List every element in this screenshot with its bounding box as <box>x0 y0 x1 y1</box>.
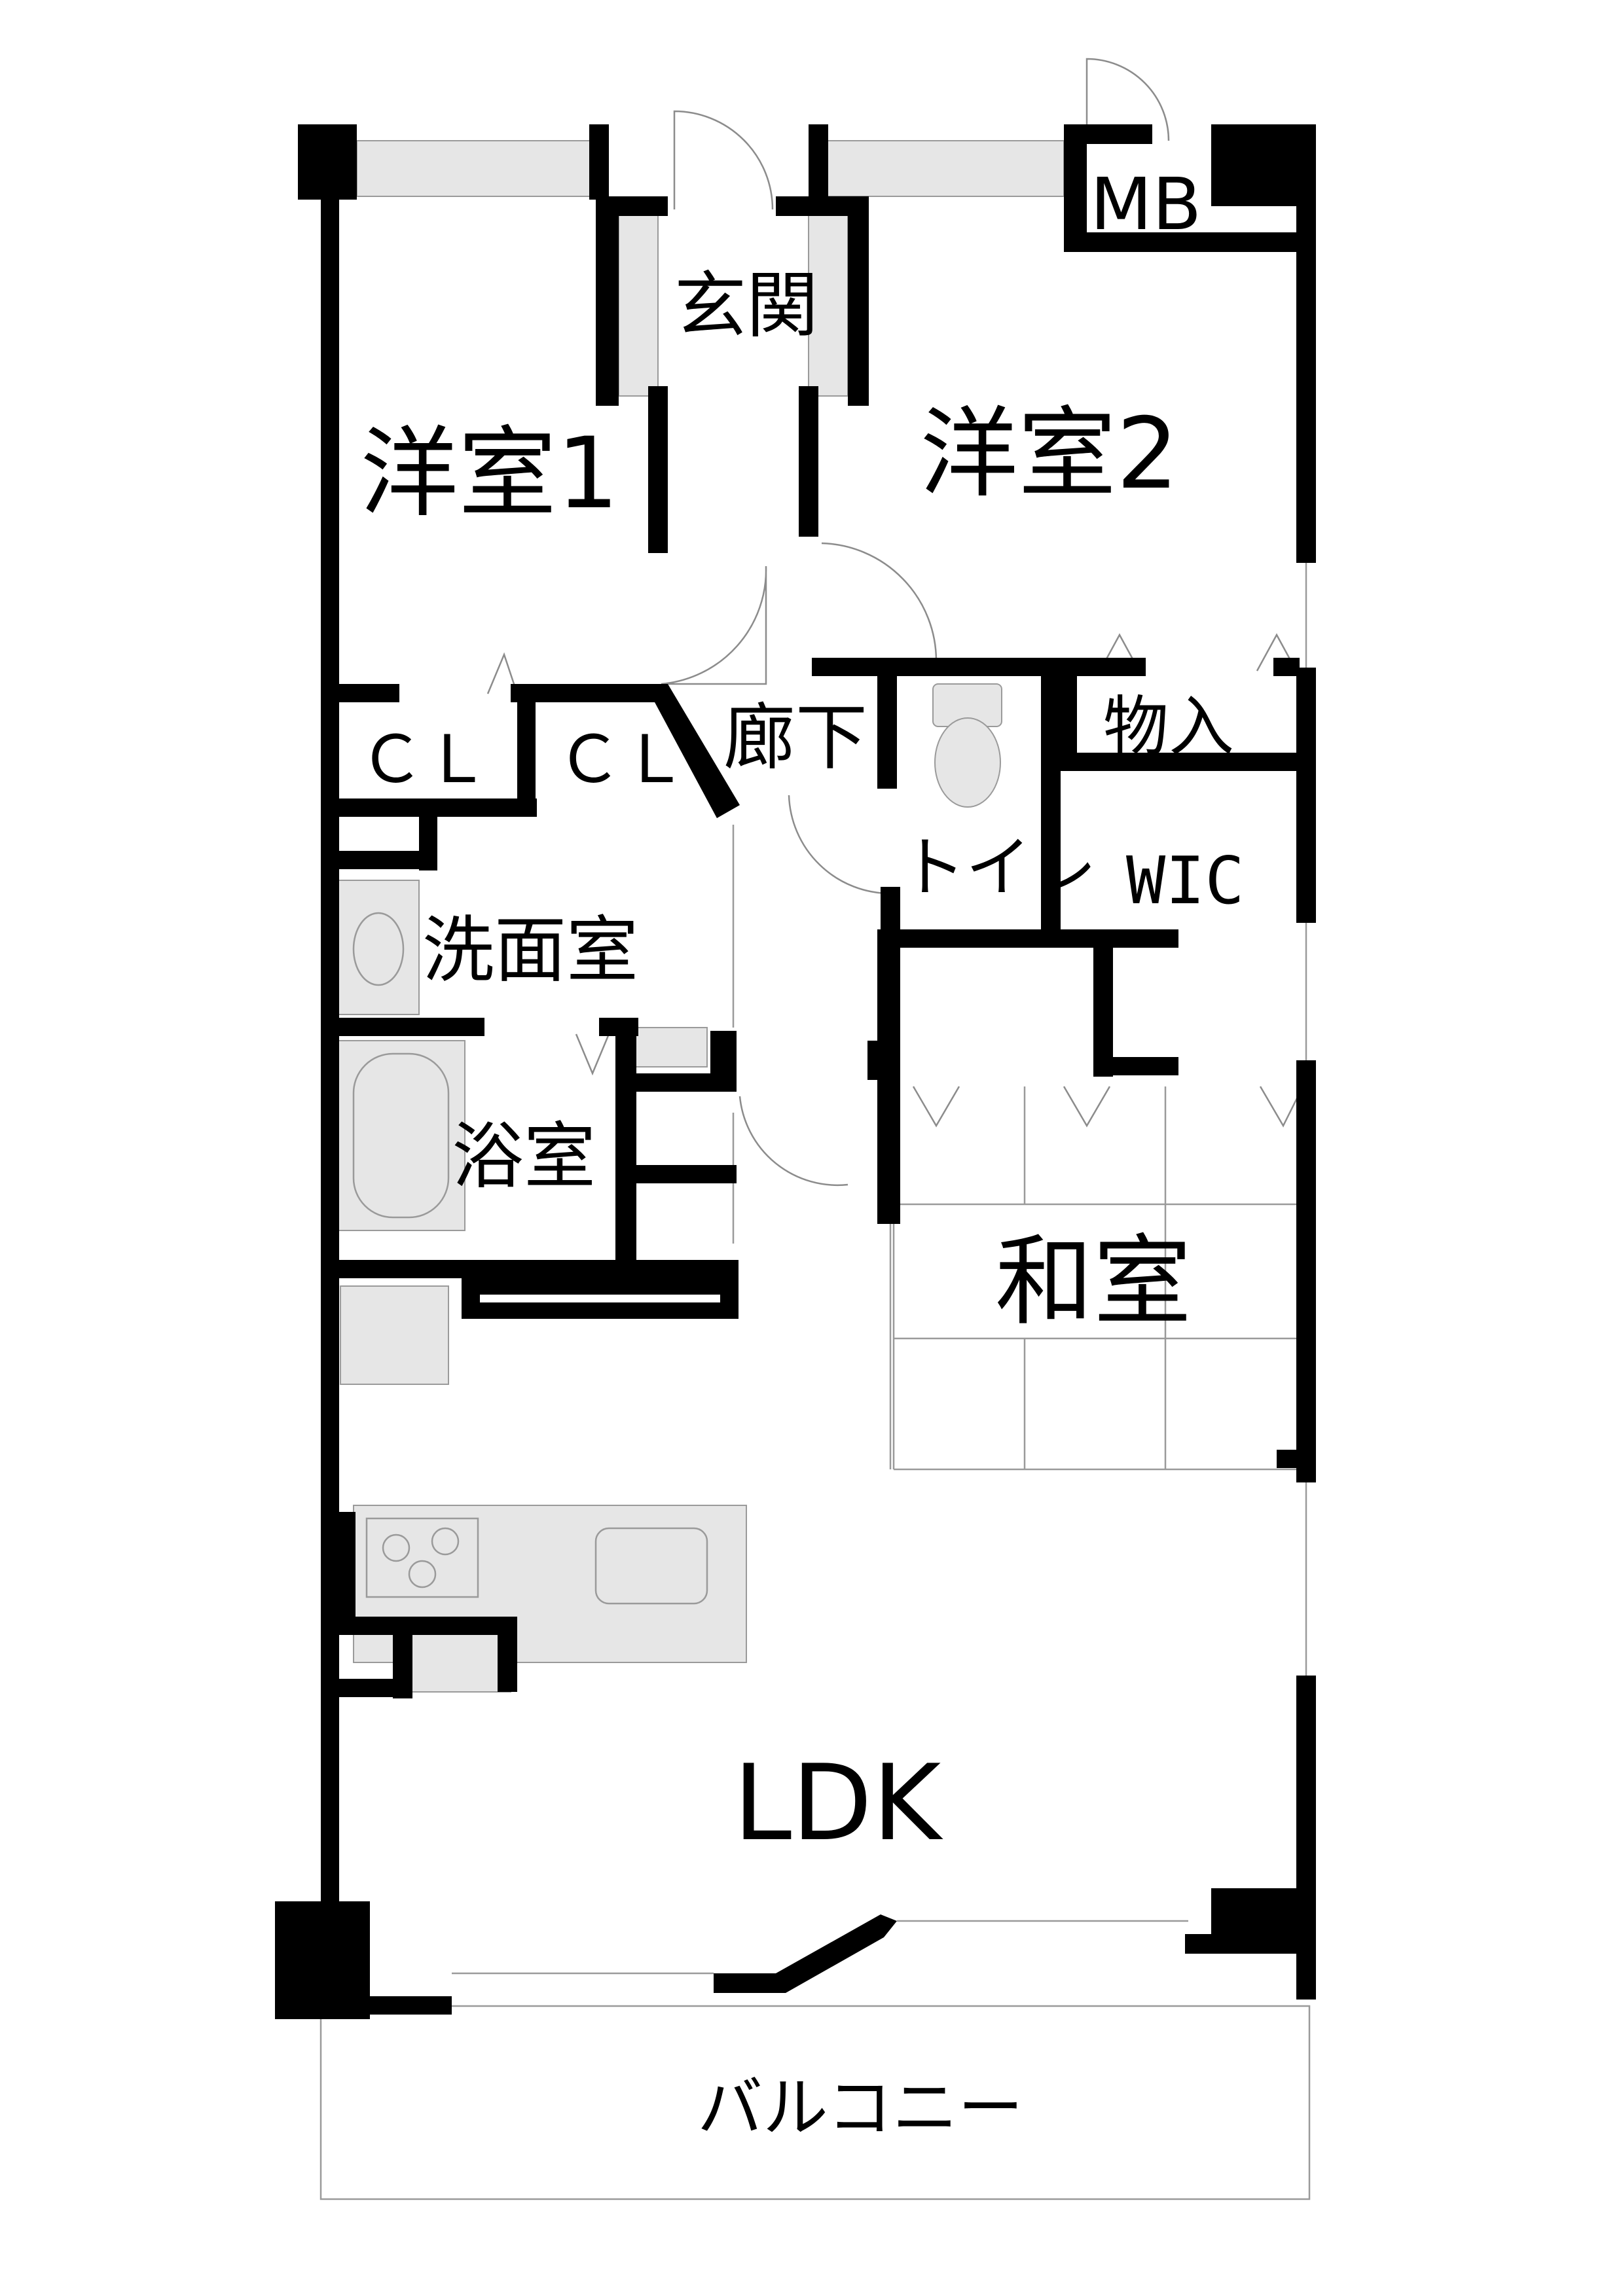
wall-hall-top <box>812 658 1084 676</box>
label-hallway: 廊下 <box>723 696 867 780</box>
burner-1-icon <box>382 1534 410 1562</box>
wall-bath-step <box>710 1031 737 1077</box>
washroom-vanity <box>337 880 420 1015</box>
japanese-door-icon <box>912 1086 1304 1128</box>
wall-corner-tl <box>298 124 357 200</box>
bath-step <box>631 1027 708 1067</box>
bathtub-icon <box>352 1052 450 1219</box>
wall-mb-bottom <box>1064 232 1300 252</box>
label-toilet: トイレ <box>900 829 1097 906</box>
wall-bottom-right <box>1185 1934 1316 1954</box>
wall-cl-top-left <box>321 684 399 702</box>
wall-bottom-diagonal <box>714 1914 897 1993</box>
wall-mb-left <box>1064 124 1087 252</box>
wall-jp-inner-v <box>1093 929 1113 1077</box>
wall-laundry-bar-low <box>462 1302 737 1319</box>
label-ldk: LDK <box>733 1742 943 1864</box>
wall-laundry-bar-r <box>720 1260 739 1319</box>
wall-left <box>321 196 339 1967</box>
room1-door-icon <box>661 565 767 685</box>
wall-counter-end <box>498 1617 517 1692</box>
wall-bath-bottom <box>321 1260 720 1278</box>
wall-laundry-bar <box>462 1276 737 1295</box>
wall-toilet-left <box>877 658 897 789</box>
wall-fridge-bottom <box>321 1679 412 1697</box>
wall-bath-right <box>615 1018 636 1276</box>
burner-3-icon <box>408 1560 437 1588</box>
entrance-floor-left <box>618 209 659 397</box>
label-closet-1: ＣＬ <box>359 721 490 798</box>
wall-entrance-left-v <box>596 196 619 406</box>
wall-wash-bath <box>321 1018 484 1036</box>
wall-bath-closet-mid <box>629 1165 737 1183</box>
wall-entrance-right-v <box>848 196 869 406</box>
wall-jp-right-stub <box>1277 1450 1306 1468</box>
wall-right-3 <box>1296 1060 1316 1482</box>
kitchen-sink-icon <box>594 1527 708 1605</box>
wall-bottom-left <box>367 1996 452 2015</box>
wall-cl-divider <box>517 694 536 805</box>
toilet-bowl-icon <box>934 717 1001 808</box>
label-closet-2: ＣＬ <box>556 721 687 798</box>
wall-bath-closet-top <box>629 1073 737 1092</box>
wall-cl-bottom <box>321 798 537 817</box>
washing-machine <box>340 1285 449 1385</box>
washroom-door-icon <box>575 1033 610 1076</box>
window-top-left <box>356 140 596 197</box>
wall-corner-tr <box>1211 124 1300 206</box>
wall-storage-bottom <box>1057 753 1313 771</box>
label-western-room-1: 洋室1 <box>360 417 619 531</box>
wall-right-2 <box>1296 668 1316 923</box>
label-walk-in-closet: WIC <box>1126 842 1245 919</box>
wall-small-box-top <box>321 851 435 869</box>
wall-kitchen-left <box>337 1512 356 1617</box>
bath-door-icon <box>739 1096 848 1187</box>
label-entrance: 玄関 <box>674 264 818 348</box>
kitchen-counter-lower <box>405 1626 511 1693</box>
wall-cl-diagonal <box>645 684 740 818</box>
wall-storage-left <box>1057 658 1077 769</box>
wall-toilet-bottom <box>881 929 1057 948</box>
fixtures <box>337 140 1065 1693</box>
wall-corner-bl <box>275 1901 370 2019</box>
room2-door-icon <box>821 542 938 662</box>
burner-2-icon <box>431 1527 460 1556</box>
label-balcony: バルコニー <box>697 2070 1023 2146</box>
vanity-sink-icon <box>352 912 405 986</box>
balcony-outline <box>319 2005 1311 2200</box>
wall-mb-top <box>1087 124 1152 144</box>
wall-top-room1-right <box>589 124 609 200</box>
wall-fridge-top <box>321 1617 514 1635</box>
wall-jp-inner-h <box>1093 1057 1178 1075</box>
label-meter-box: MB <box>1090 162 1201 246</box>
label-bathroom: 浴室 <box>452 1115 596 1198</box>
wall-storage-top-right <box>1273 658 1300 676</box>
wall-jp-left-stub <box>867 1041 884 1080</box>
label-storage: 物入 <box>1103 689 1234 765</box>
stove-icon <box>365 1517 479 1598</box>
label-washroom: 洗面室 <box>422 908 638 992</box>
mb-door-icon <box>1085 58 1170 141</box>
room-labels: 洋室1 洋室2 玄関 MB 廊下 物入 ＣＬ ＣＬ トイレ WIC 洗面室 浴室… <box>359 162 1245 2146</box>
wall-top-room2-left <box>809 124 828 200</box>
walls <box>275 124 1316 2019</box>
label-japanese-room: 和室 <box>995 1225 1192 1339</box>
bathroom-tub-area <box>337 1040 465 1231</box>
wall-right-1 <box>1296 124 1316 563</box>
wall-room1-inner <box>648 386 668 553</box>
wall-storage-top <box>1077 658 1146 676</box>
wall-small-box-v <box>419 815 437 870</box>
cl1-door-icon <box>486 652 519 694</box>
toilet-door-icon <box>788 795 891 895</box>
label-western-room-2: 洋室2 <box>920 397 1178 511</box>
window-top-right <box>824 140 1065 197</box>
wall-room2-inner <box>799 386 818 537</box>
entrance-door-icon <box>673 110 774 210</box>
thin-lines <box>319 563 1311 2200</box>
